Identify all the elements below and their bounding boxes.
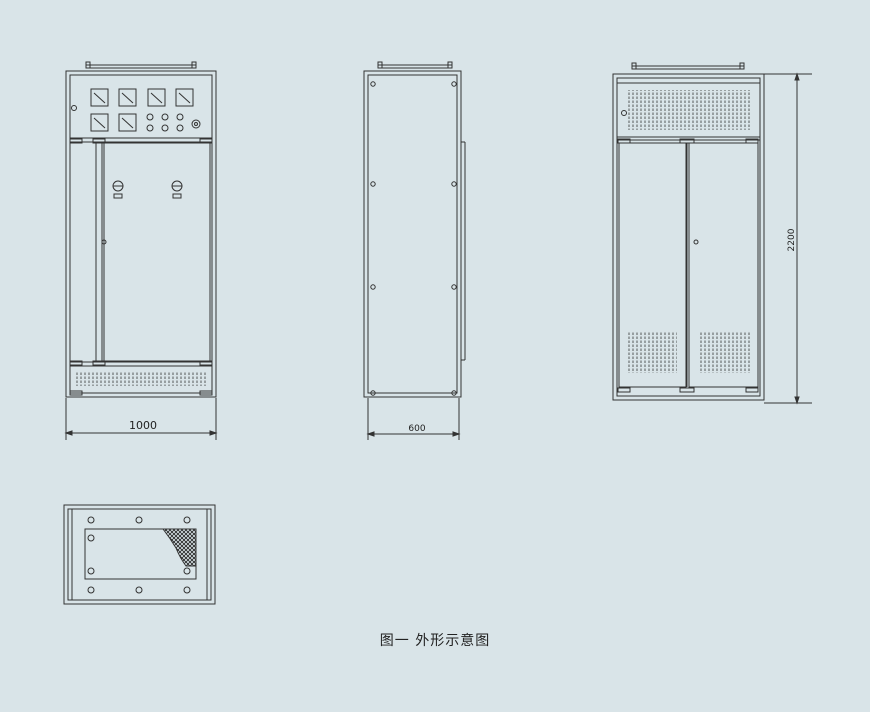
- indicator-lamps: [146, 113, 201, 132]
- rear-height-label: 2200: [787, 228, 797, 251]
- meter-row-1: [90, 88, 194, 107]
- front-width-label: 1000: [129, 419, 157, 432]
- rear-view: [612, 62, 812, 405]
- side-view: [363, 61, 466, 440]
- rotary-switch-1: [112, 180, 124, 199]
- front-view: [64, 61, 218, 440]
- meter-row-2: [90, 113, 137, 132]
- plan-view: [63, 504, 216, 605]
- side-depth-label: 600: [408, 424, 425, 434]
- rotary-switch-2: [171, 180, 183, 199]
- figure-caption: 图一 外形示意图: [379, 633, 491, 649]
